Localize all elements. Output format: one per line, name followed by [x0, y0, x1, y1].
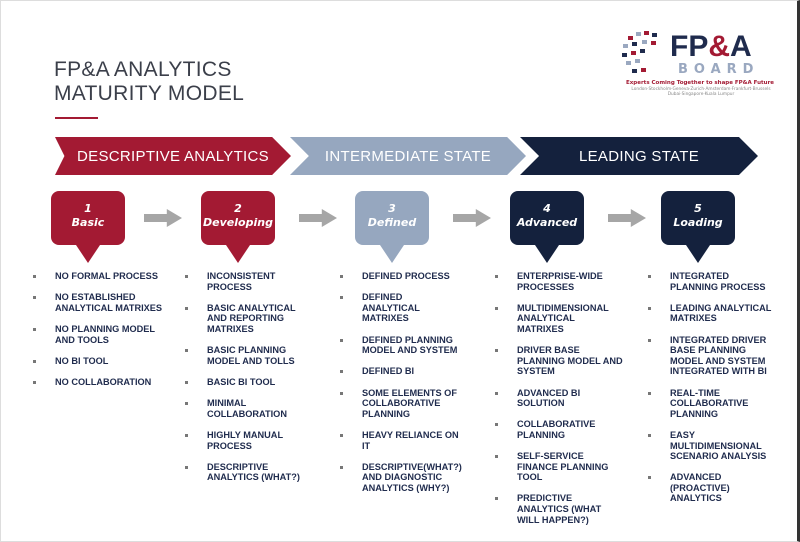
list-item: EASY MULTIDIMENSIONAL SCENARIO ANALYSIS	[648, 430, 776, 462]
list-item: NO ESTABLISHED ANALYTICAL MATRIXES	[33, 292, 168, 313]
stage-4-items: ENTERPRISE-WIDE PROCESSES MULTIDIMENSIONA…	[495, 271, 623, 536]
list-item: NO PLANNING MODEL AND TOOLS	[33, 324, 168, 345]
list-item: MINIMAL COLLABORATION	[185, 398, 307, 419]
stage-name: Developing	[203, 216, 273, 229]
list-item: COLLABORATIVE PLANNING	[495, 419, 623, 440]
stage-number: 3	[388, 202, 396, 215]
stage-1-items: NO FORMAL PROCESS NO ESTABLISHED ANALYTIC…	[33, 271, 168, 398]
list-item: BASIC PLANNING MODEL AND TOLLS	[185, 345, 307, 366]
list-item: SOME ELEMENTS OF COLLABORATIVE PLANNING	[340, 388, 462, 420]
list-item: BASIC ANALYTICAL AND REPORTING MATRIXES	[185, 303, 307, 335]
list-item: DEFINED ANALYTICAL MATRIXES	[340, 292, 462, 324]
list-item: DEFINED PLANNING MODEL AND SYSTEM	[340, 335, 462, 356]
list-item: MULTIDIMENSIONAL ANALYTICAL MATRIXES	[495, 303, 623, 335]
stage-5-items: INTEGRATED PLANNING PROCESS LEADING ANALY…	[648, 271, 776, 515]
stage-number: 2	[234, 202, 242, 215]
stage-name: Loading	[673, 216, 723, 229]
list-item: ADVANCED (PROACTIVE) ANALYTICS	[648, 472, 776, 504]
banner-intermediate-state: INTERMEDIATE STATE	[290, 137, 526, 175]
stage-3-items: DEFINED PROCESS DEFINED ANALYTICAL MATRIX…	[340, 271, 462, 504]
logo-cities: London·Stockholm·Geneva·Zurich·Amsterdam…	[631, 87, 771, 97]
list-item: NO BI TOOL	[33, 356, 168, 367]
list-item: NO FORMAL PROCESS	[33, 271, 168, 282]
list-item: SELF-SERVICE FINANCE PLANNING TOOL	[495, 451, 623, 483]
page-title: FP&A ANALYTICS MATURITY MODEL	[54, 58, 244, 106]
logo-swirl-icon	[622, 31, 657, 73]
stage-name: Advanced	[516, 216, 578, 229]
list-item: DEFINED BI	[340, 366, 462, 377]
title-line-2: MATURITY MODEL	[54, 82, 245, 105]
stage-number: 5	[694, 202, 702, 215]
list-item: DRIVER BASE PLANNING MODEL AND SYSTEM	[495, 345, 623, 377]
list-item: PREDICTIVE ANALYTICS (WHAT WILL HAPPEN?)	[495, 493, 623, 525]
list-item: INTEGRATED DRIVER BASE PLANNING MODEL AN…	[648, 335, 776, 377]
list-item: INTEGRATED PLANNING PROCESS	[648, 271, 776, 292]
list-item: DESCRIPTIVE ANALYTICS (WHAT?)	[185, 462, 307, 483]
logo-tagline: Experts Coming Together to shape FP&A Fu…	[626, 80, 775, 86]
stage-number: 4	[543, 202, 551, 215]
list-item: HIGHLY MANUAL PROCESS	[185, 430, 307, 451]
list-item: REAL-TIME COLLABORATIVE PLANNING	[648, 388, 776, 420]
title-line-1: FP&A ANALYTICS	[54, 58, 232, 81]
list-item: ADVANCED BI SOLUTION	[495, 388, 623, 409]
list-item: DESCRIPTIVE(WHAT?) AND DIAGNOSTIC ANALYT…	[340, 462, 462, 494]
stage-number: 1	[84, 202, 92, 215]
list-item: INCONSISTENT PROCESS	[185, 271, 307, 292]
list-item: LEADING ANALYTICAL MATRIXES	[648, 303, 776, 324]
fpa-board-logo: FP&A BOARD Experts Coming Together to sh…	[618, 28, 788, 98]
banner-leading-state: LEADING STATE	[520, 137, 758, 175]
list-item: ENTERPRISE-WIDE PROCESSES	[495, 271, 623, 292]
list-item: BASIC BI TOOL	[185, 377, 307, 388]
logo-board: BOARD	[678, 62, 760, 77]
stage-name: Defined	[367, 216, 417, 229]
logo-wordmark: FP&A	[670, 30, 752, 63]
list-item: HEAVY RELIANCE ON IT	[340, 430, 462, 451]
list-item: DEFINED PROCESS	[340, 271, 462, 282]
title-underline	[55, 117, 98, 119]
stage-2-items: INCONSISTENT PROCESS BASIC ANALYTICAL AND…	[185, 271, 307, 493]
stage-name: Basic	[71, 216, 105, 229]
banner-descriptive-analytics: DESCRIPTIVE ANALYTICS	[55, 137, 291, 175]
list-item: NO COLLABORATION	[33, 377, 168, 388]
